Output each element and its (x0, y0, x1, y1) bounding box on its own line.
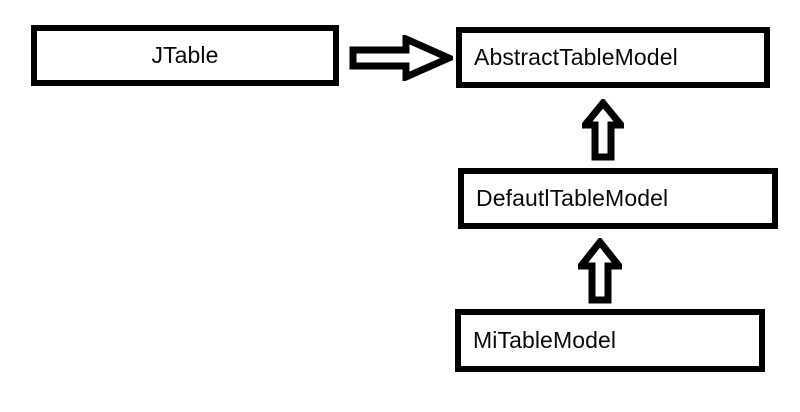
arrow-right-icon (349, 35, 453, 81)
arrow-right-glyph (349, 35, 453, 81)
class-box-jtable[interactable]: JTable (31, 25, 339, 86)
arrow-up-icon (578, 238, 622, 304)
class-box-label: AbstractTableModel (474, 44, 678, 70)
arrow-up-glyph (582, 99, 624, 161)
arrow-up-icon (582, 99, 624, 161)
class-box-mi-table-model[interactable]: MiTableModel (455, 309, 765, 372)
arrow-up-glyph (578, 238, 622, 304)
class-box-defautl-table-model[interactable]: DefautlTableModel (458, 168, 778, 229)
class-box-label: JTable (151, 42, 219, 68)
class-box-label: MiTableModel (473, 327, 617, 353)
class-box-abstract-table-model[interactable]: AbstractTableModel (456, 27, 770, 88)
class-box-label: DefautlTableModel (476, 185, 669, 211)
